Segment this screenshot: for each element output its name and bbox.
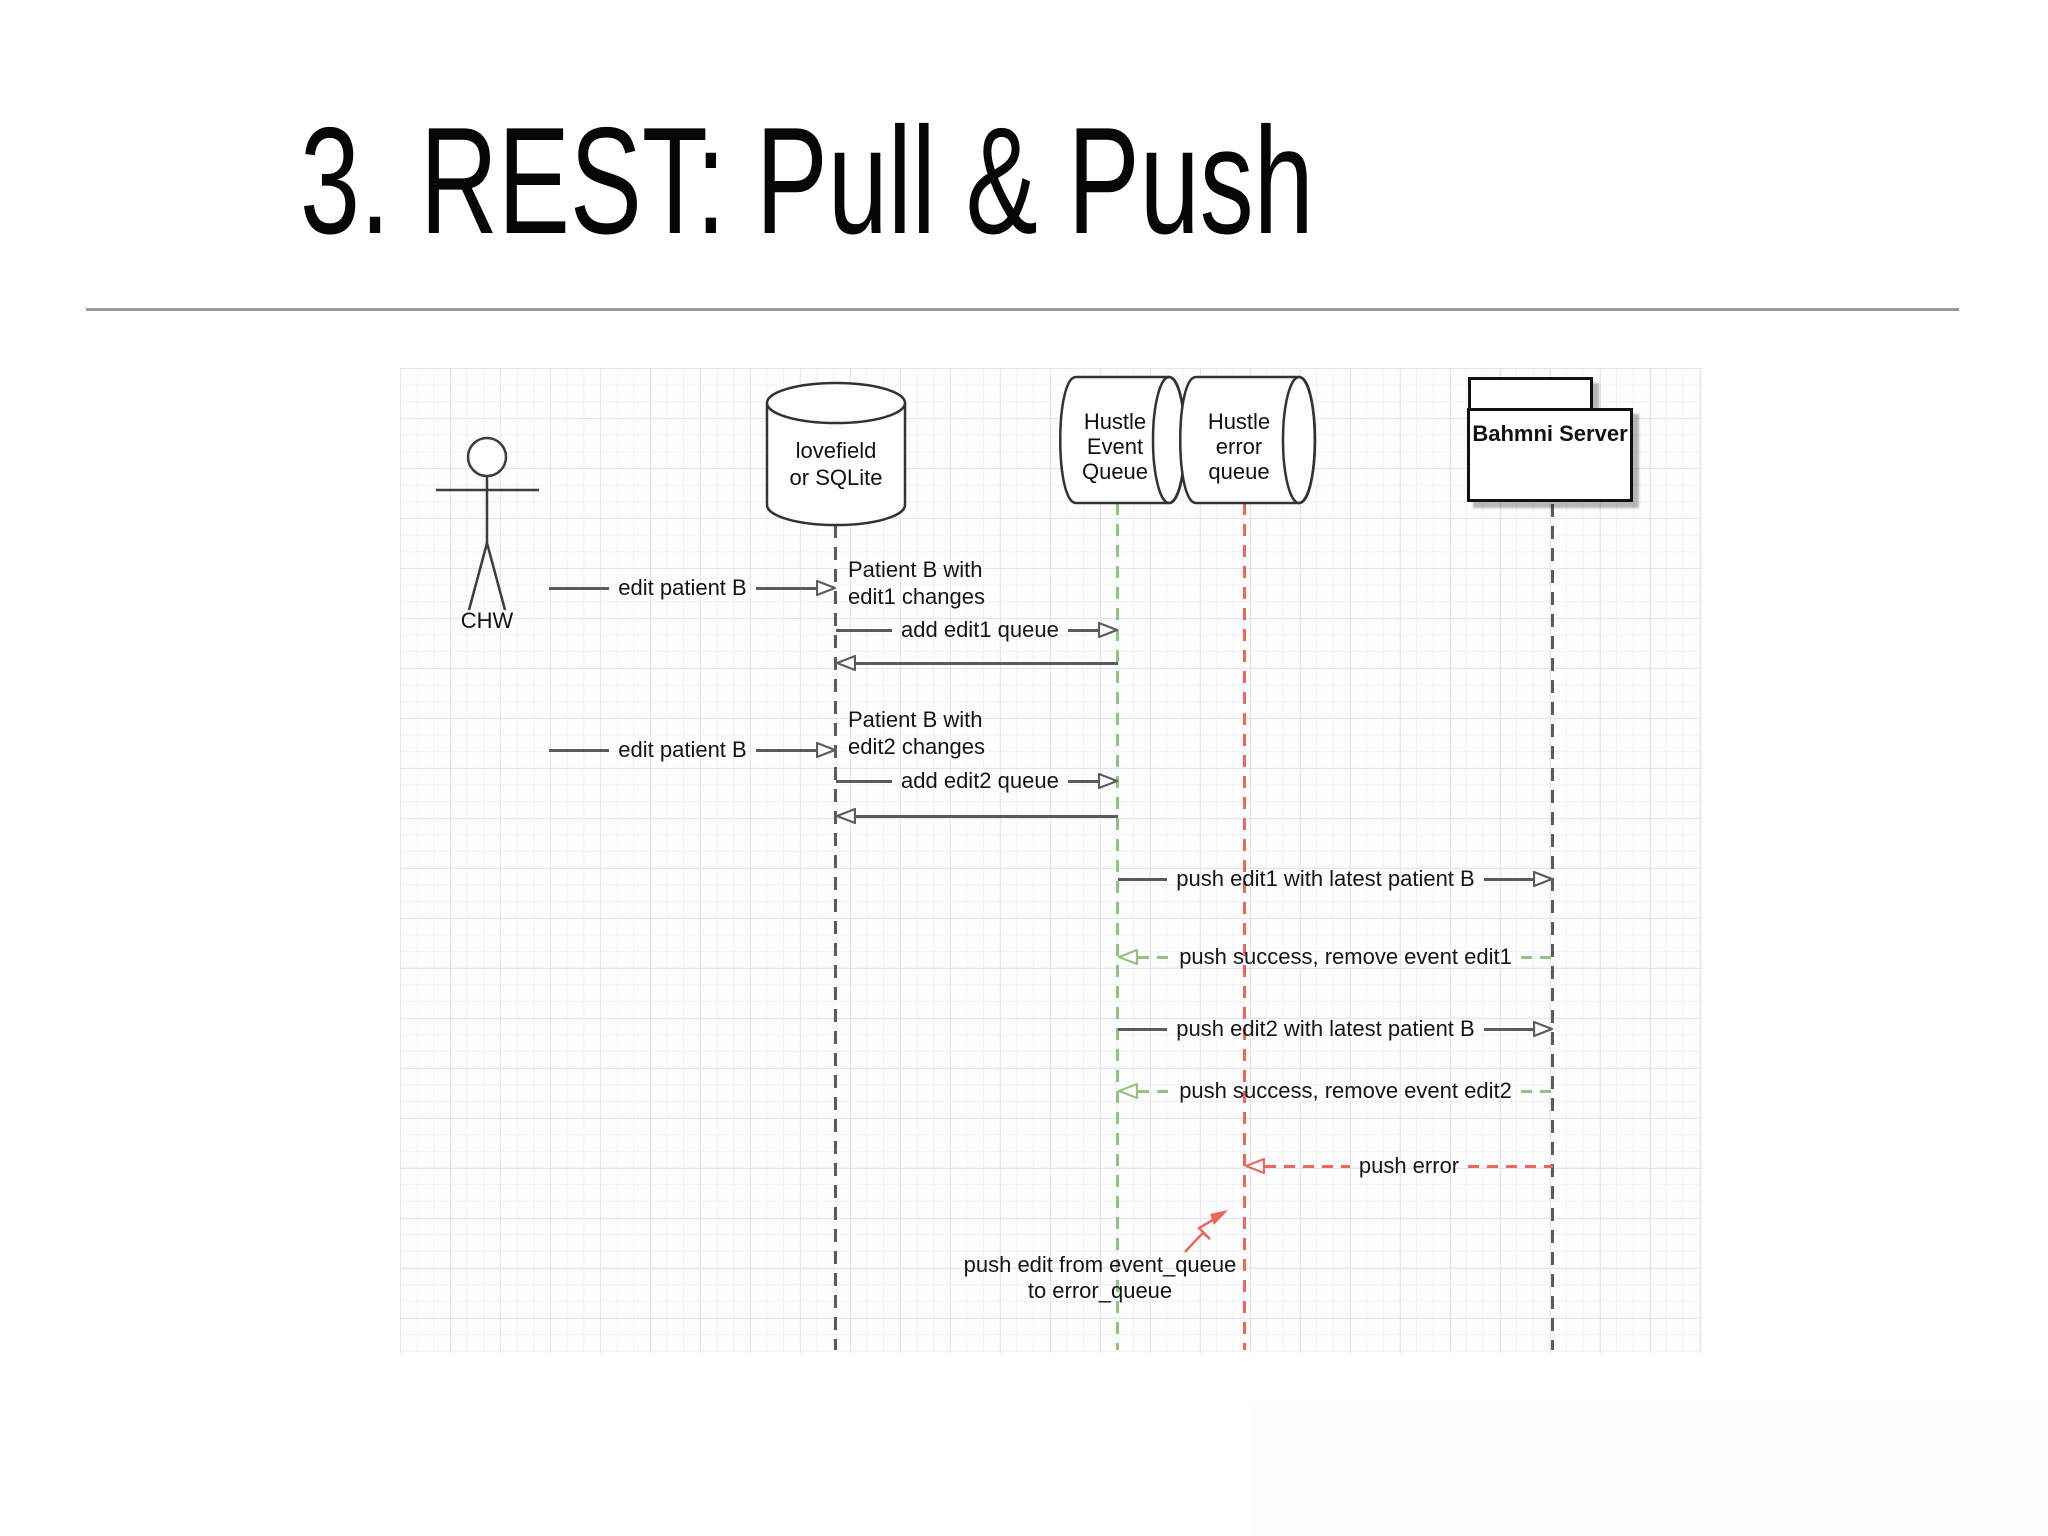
slide-title: 3. REST: Pull & Push (300, 96, 1314, 266)
message-add-edit1-queue: add edit1 queue (836, 617, 1118, 643)
message-return-1 (836, 650, 1118, 676)
message-label: push edit1 with latest patient B (1176, 866, 1475, 891)
database-cylinder-icon (765, 381, 907, 527)
message-push-edit1: push edit1 with latest patient B (1118, 866, 1554, 892)
message-return-2 (836, 803, 1118, 829)
message-edit-patient-b-1: edit patient B (549, 575, 836, 601)
sequence-diagram: CHW lovefield or SQLite Hustle Event Que… (400, 368, 1702, 1353)
lifeline-event-queue (1116, 503, 1119, 1350)
lifeline-bahmni-server (1551, 504, 1554, 1350)
event-queue-label: Hustle Event Queue (1081, 409, 1149, 484)
message-label: push error (1358, 1153, 1460, 1178)
message-push-success-edit2: push success, remove event edit2 (1118, 1078, 1553, 1104)
bahmni-server-box (1467, 408, 1633, 502)
arrowhead-left-icon (836, 807, 856, 825)
arrowhead-right-icon (1098, 772, 1118, 790)
message-label: add edit1 queue (901, 617, 1059, 642)
zigzag-arrow-icon (1184, 1210, 1228, 1253)
arrowhead-right-icon (816, 741, 836, 759)
message-add-edit2-queue: add edit2 queue (836, 768, 1118, 794)
message-push-edit2: push edit2 with latest patient B (1118, 1016, 1554, 1042)
message-label: push success, remove event edit1 (1179, 944, 1512, 969)
message-push-success-edit1: push success, remove event edit1 (1118, 944, 1553, 970)
arrowhead-right-icon (816, 579, 836, 597)
diagram-shapes-layer (436, 375, 1317, 1253)
message-label: push edit2 with latest patient B (1176, 1016, 1475, 1041)
arrowhead-left-icon (1245, 1157, 1265, 1175)
message-edit-patient-b-2: edit patient B (549, 737, 836, 763)
arrowhead-right-icon (1533, 870, 1554, 888)
error-queue-label: Hustle error queue (1207, 409, 1271, 484)
note-edit2: Patient B with edit2 changes (848, 707, 985, 759)
actor-label: CHW (460, 608, 514, 633)
event-queue-cylinder-icon (1059, 375, 1187, 505)
arrowhead-left-icon (1118, 948, 1138, 966)
title-divider (86, 308, 1959, 311)
message-label: push success, remove event edit2 (1179, 1078, 1512, 1103)
local-db-label: lovefield or SQLite (789, 438, 883, 490)
lifeline-error-queue (1243, 503, 1246, 1350)
error-queue-cylinder-icon (1179, 375, 1317, 505)
actor-chw-icon (436, 436, 539, 611)
note-edit1: Patient B with edit1 changes (848, 557, 985, 609)
message-label: edit patient B (618, 737, 747, 762)
arrowhead-left-icon (836, 654, 856, 672)
error-move-annotation: push edit from event_queue to error_queu… (963, 1252, 1237, 1303)
arrowhead-right-icon (1533, 1020, 1554, 1038)
arrowhead-left-icon (1118, 1082, 1138, 1100)
lifeline-local-db (834, 525, 837, 1350)
arrowhead-right-icon (1098, 621, 1118, 639)
message-label: add edit2 queue (901, 768, 1059, 793)
bahmni-server-tab (1468, 377, 1593, 411)
bahmni-server-label: Bahmni Server (1472, 421, 1628, 446)
message-label: edit patient B (618, 575, 747, 600)
message-push-error: push error (1245, 1153, 1553, 1179)
background-band (1250, 1402, 2048, 1536)
